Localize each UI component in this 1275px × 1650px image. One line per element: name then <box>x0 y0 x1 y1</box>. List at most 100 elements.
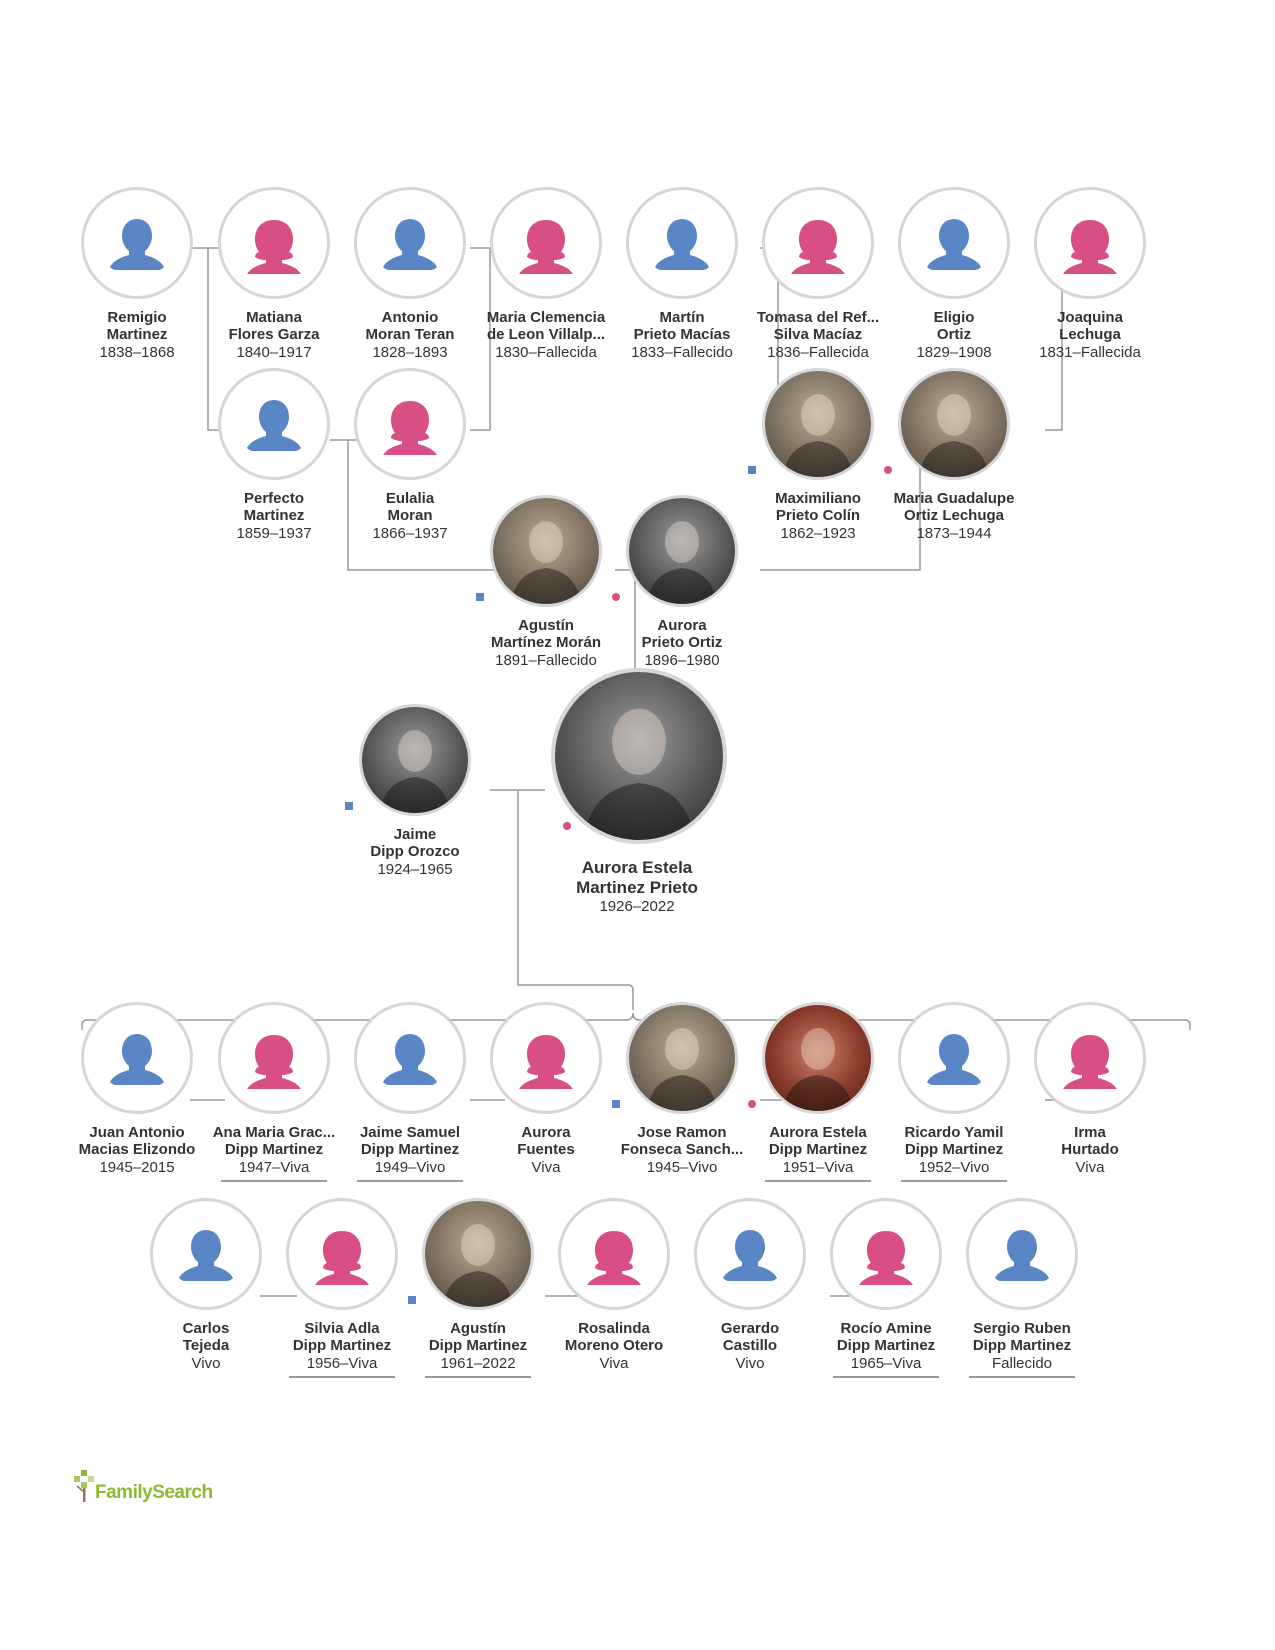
male-avatar-icon[interactable] <box>694 1198 806 1310</box>
given-name: Aurora <box>521 1124 571 1141</box>
female-avatar-icon[interactable] <box>558 1198 670 1310</box>
male-avatar-icon[interactable] <box>218 368 330 480</box>
surname: Ortiz Lechuga <box>903 507 1004 524</box>
male-avatar-icon[interactable] <box>354 187 466 299</box>
surname: Tejeda <box>182 1337 230 1354</box>
given-name: Agustín <box>518 617 574 634</box>
descendant-underline <box>289 1376 395 1378</box>
male-avatar-icon[interactable] <box>898 187 1010 299</box>
surname: Dipp Orozco <box>370 843 460 860</box>
portrait-photo[interactable] <box>626 1002 738 1114</box>
life-dates: 1891–Fallecido <box>495 652 597 669</box>
given-name: Matiana <box>246 309 302 326</box>
life-dates: 1924–1965 <box>377 861 453 878</box>
given-name: Irma <box>1074 1124 1106 1141</box>
surname: Macias Elizondo <box>78 1141 196 1158</box>
life-dates: 1873–1944 <box>916 525 992 542</box>
life-dates: 1828–1893 <box>372 344 448 361</box>
female-avatar-icon[interactable] <box>354 368 466 480</box>
male-marker-icon <box>476 593 484 601</box>
life-dates: 1833–Fallecido <box>631 344 733 361</box>
surname: Flores Garza <box>228 326 320 343</box>
female-avatar-icon[interactable] <box>830 1198 942 1310</box>
female-avatar-icon[interactable] <box>1034 187 1146 299</box>
female-marker-icon <box>748 1100 756 1108</box>
given-name: Jose Ramon <box>637 1124 727 1141</box>
descendant-underline <box>357 1180 463 1182</box>
portrait-photo[interactable] <box>551 668 727 844</box>
given-name: Maximiliano <box>775 490 861 507</box>
surname: Moreno Otero <box>564 1337 664 1354</box>
given-name: Juan Antonio <box>89 1124 185 1141</box>
life-dates: 1947–Viva <box>238 1159 310 1176</box>
portrait-photo[interactable] <box>762 1002 874 1114</box>
descendant-underline <box>901 1180 1007 1182</box>
life-dates: 1836–Fallecida <box>767 344 869 361</box>
life-dates: 1956–Viva <box>306 1355 378 1372</box>
male-avatar-icon[interactable] <box>81 187 193 299</box>
male-avatar-icon[interactable] <box>81 1002 193 1114</box>
portrait-photo[interactable] <box>626 495 738 607</box>
portrait-photo[interactable] <box>422 1198 534 1310</box>
portrait-photo[interactable] <box>359 704 471 816</box>
female-avatar-icon[interactable] <box>490 187 602 299</box>
life-dates: 1949–Vivo <box>374 1159 446 1176</box>
male-avatar-icon[interactable] <box>626 187 738 299</box>
given-name: Eligio <box>933 309 975 326</box>
male-avatar-icon[interactable] <box>966 1198 1078 1310</box>
life-dates: 1829–1908 <box>916 344 992 361</box>
given-name: Sergio Ruben <box>973 1320 1071 1337</box>
given-name: Aurora Estela <box>581 858 693 877</box>
male-marker-icon <box>748 466 756 474</box>
familysearch-logo: FamilySearch <box>72 1464 222 1504</box>
given-name: Antonio <box>381 309 439 326</box>
life-dates: Viva <box>599 1355 629 1372</box>
female-avatar-icon[interactable] <box>490 1002 602 1114</box>
female-avatar-icon[interactable] <box>762 187 874 299</box>
female-avatar-icon[interactable] <box>1034 1002 1146 1114</box>
surname: Ortiz <box>936 326 972 343</box>
given-name: Maria Clemencia <box>486 309 606 326</box>
given-name: Aurora <box>657 617 707 634</box>
surname: Fonseca Sanch... <box>620 1141 744 1158</box>
portrait-photo[interactable] <box>898 368 1010 480</box>
female-avatar-icon[interactable] <box>218 1002 330 1114</box>
male-avatar-icon[interactable] <box>354 1002 466 1114</box>
life-dates: Fallecido <box>991 1355 1053 1372</box>
female-avatar-icon[interactable] <box>218 187 330 299</box>
descendant-underline <box>221 1180 327 1182</box>
male-avatar-icon[interactable] <box>898 1002 1010 1114</box>
portrait-photo[interactable] <box>762 368 874 480</box>
surname: Martinez <box>106 326 168 343</box>
female-marker-icon <box>563 822 571 830</box>
given-name: Martín <box>659 309 705 326</box>
surname: Dipp Martinez <box>428 1337 528 1354</box>
portrait-photo[interactable] <box>490 495 602 607</box>
male-avatar-icon[interactable] <box>150 1198 262 1310</box>
life-dates: 1965–Viva <box>850 1355 922 1372</box>
surname: Dipp Martinez <box>836 1337 936 1354</box>
given-name: Jaime Samuel <box>359 1124 461 1141</box>
life-dates: 1945–Vivo <box>646 1159 718 1176</box>
male-marker-icon <box>345 802 353 810</box>
surname: Prieto Ortiz <box>641 634 723 651</box>
female-avatar-icon[interactable] <box>286 1198 398 1310</box>
given-name: Perfecto <box>243 490 305 507</box>
life-dates: Vivo <box>735 1355 765 1372</box>
logo-text: FamilySearch <box>95 1482 213 1503</box>
